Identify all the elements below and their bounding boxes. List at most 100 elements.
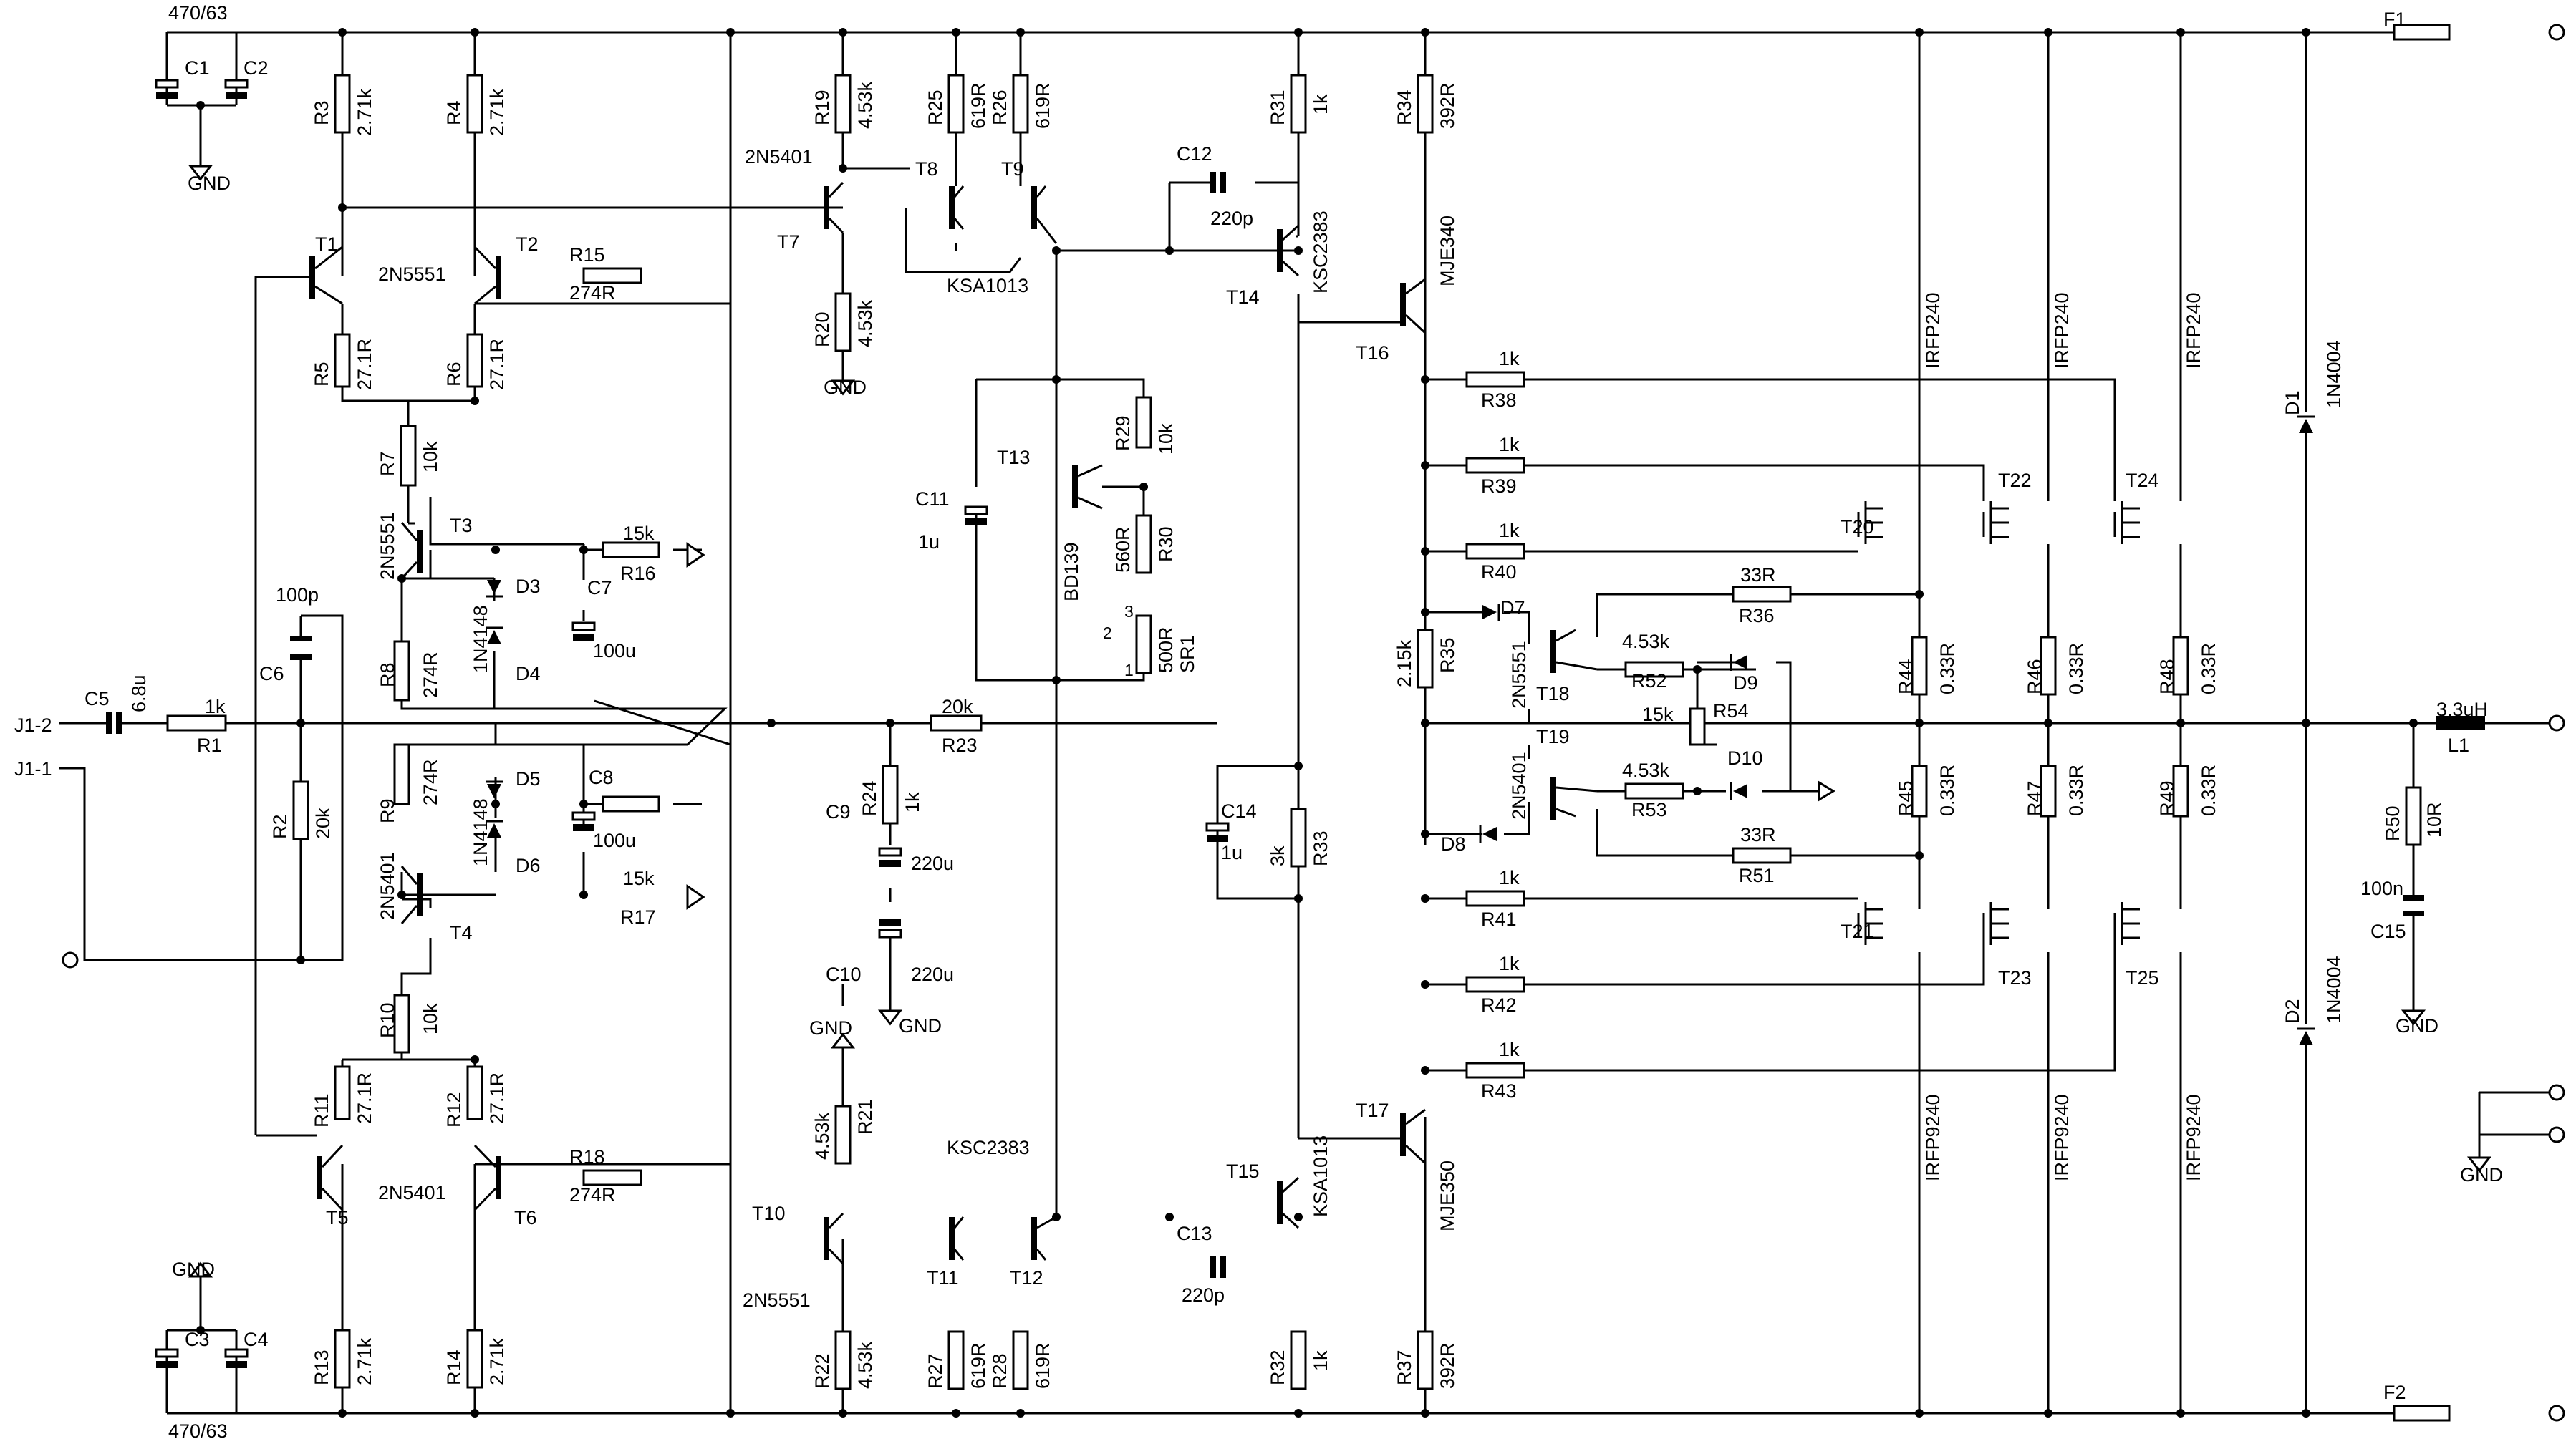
c11v-label: 1u (918, 531, 940, 553)
p1-label: 1 (1124, 661, 1134, 679)
t18-label: T18 (1536, 683, 1570, 704)
c5-label: C5 (85, 688, 110, 709)
r42v-label: 1k (1499, 953, 1520, 974)
r26-label: R26 (989, 89, 1010, 125)
t22-label: T22 (1998, 470, 2032, 491)
transistors (309, 181, 2140, 1265)
c9v-label: 220u (911, 853, 954, 874)
r15v-label: 274R (569, 282, 616, 304)
t1112v-label: KSC2383 (947, 1137, 1030, 1158)
t11-label: T11 (927, 1267, 959, 1289)
r28v-label: 619R (1032, 1342, 1053, 1389)
r30v-label: 560R (1112, 526, 1134, 573)
t23-label: T23 (1998, 967, 2032, 989)
r45v-label: 0.33R (1936, 765, 1958, 816)
c12v-label: 220p (1210, 208, 1253, 229)
t24-label: T24 (2126, 470, 2159, 491)
r51-label: R51 (1739, 865, 1775, 886)
t5-label: T5 (326, 1207, 349, 1229)
r51v-label: 33R (1740, 824, 1776, 845)
r32-label: R32 (1267, 1349, 1288, 1385)
d7-label: D7 (1500, 597, 1525, 619)
t12-label: T12 (1010, 1267, 1043, 1289)
r27v-label: 619R (968, 1342, 989, 1389)
r7v-label: 10k (420, 441, 441, 473)
r22v-label: 4.53k (854, 1341, 876, 1389)
r50v-label: 10R (2423, 802, 2445, 838)
c2-label: C2 (243, 57, 269, 79)
r35-label: R35 (1437, 637, 1458, 673)
vertical-resistors (292, 74, 2422, 1390)
d3-label: D3 (516, 576, 541, 597)
r29v-label: 10k (1155, 423, 1177, 455)
d10-label: D10 (1727, 747, 1763, 769)
r36v-label: 33R (1740, 564, 1776, 586)
c13-label: C13 (1177, 1223, 1212, 1244)
r21-label: R21 (854, 1099, 876, 1135)
r39-label: R39 (1481, 475, 1517, 497)
r11v-label: 27.1R (354, 1072, 375, 1124)
t10v-label: 2N5551 (743, 1289, 811, 1311)
r16-label: R16 (620, 563, 656, 584)
t20-label: T20 (1841, 516, 1874, 538)
j11-label: J1-1 (14, 758, 52, 780)
t14v-label: KSC2383 (1310, 210, 1331, 294)
nmos-label: IRFP240 (2183, 292, 2204, 369)
nmos-label: IRFP240 (2051, 292, 2073, 369)
c10-label: C10 (826, 964, 862, 985)
r6v-label: 27.1R (486, 339, 508, 390)
d34v-label: 1N4148 (470, 605, 491, 673)
r36-label: R36 (1739, 605, 1775, 626)
r50-label: R50 (2382, 805, 2403, 841)
r28-label: R28 (989, 1353, 1010, 1389)
t12v-label: 2N5551 (378, 263, 446, 285)
d56v-label: 1N4148 (470, 798, 491, 866)
r16v-label: 15k (623, 523, 655, 544)
r3v-label: 2.71k (354, 88, 375, 136)
t17v-label: MJE350 (1437, 1160, 1458, 1231)
r26v-label: 619R (1032, 82, 1053, 129)
r20v-label: 4.53k (854, 299, 876, 347)
r33v-label: 3k (1267, 845, 1288, 866)
t3v-label: 2N5551 (377, 512, 398, 580)
r21v-label: 4.53k (811, 1112, 833, 1160)
d2v-label: 1N4004 (2323, 956, 2345, 1024)
r38-label: R38 (1481, 389, 1517, 411)
j12-label: J1-2 (14, 714, 52, 736)
r43v-label: 1k (1499, 1039, 1520, 1060)
t8-label: T8 (915, 158, 938, 180)
c10v-label: 220u (911, 964, 954, 985)
gnd-label: GND (824, 377, 867, 398)
t25-label: T25 (2126, 967, 2159, 989)
r49v-label: 0.33R (2198, 765, 2219, 816)
terminals (62, 24, 2565, 1422)
r8v-label: 274R (420, 651, 441, 698)
l1-label: L1 (2448, 735, 2469, 756)
c11-label: C11 (915, 488, 950, 510)
r46v-label: 0.33R (2065, 643, 2087, 694)
r40v-label: 1k (1499, 520, 1520, 541)
t16v-label: MJE340 (1437, 215, 1458, 286)
r53v-label: 4.53k (1622, 760, 1670, 781)
r15-label: R15 (569, 244, 605, 266)
t10-label: T10 (752, 1203, 786, 1224)
r14v-label: 2.71k (486, 1337, 508, 1385)
r22-label: R22 (811, 1353, 833, 1389)
c8-label: C8 (589, 767, 614, 788)
c7v-label: 100u (593, 640, 636, 662)
t56v-label: 2N5401 (378, 1182, 446, 1203)
c9-label: C9 (826, 801, 851, 823)
l1v-label: 3.3uH (2436, 699, 2488, 720)
r46-label: R46 (2024, 659, 2045, 694)
r31-label: R31 (1267, 89, 1288, 125)
t18v-label: 2N5551 (1508, 641, 1530, 709)
pmos-label: IRFP9240 (2183, 1094, 2204, 1181)
f1-label: F1 (2383, 9, 2406, 30)
r33-label: R33 (1310, 830, 1331, 866)
t7-label: T7 (777, 231, 800, 253)
c12-label: C12 (1177, 143, 1212, 165)
r41-label: R41 (1481, 908, 1517, 930)
r6-label: R6 (443, 362, 465, 387)
r54-label: R54 (1713, 700, 1749, 722)
t2-label: T2 (516, 233, 539, 255)
